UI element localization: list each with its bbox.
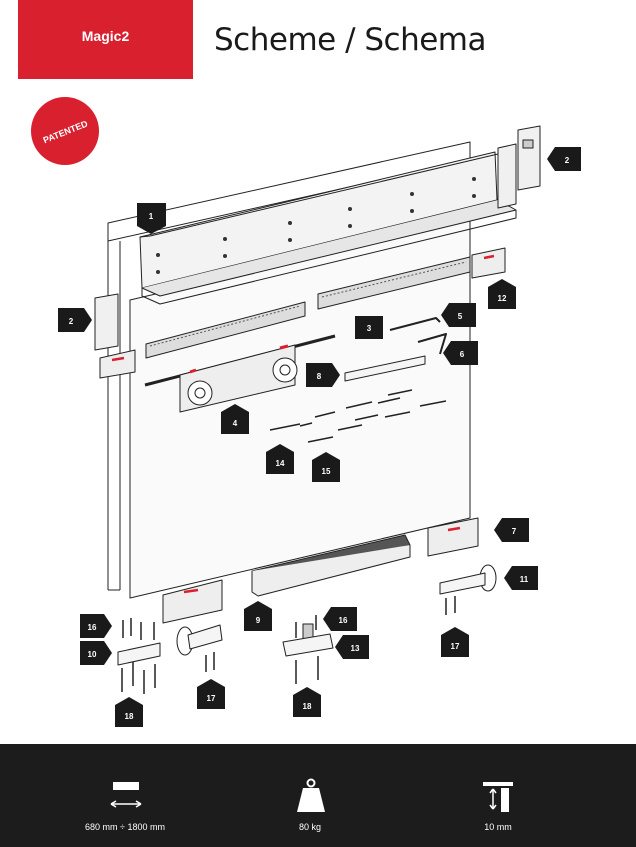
callout-15: 15 bbox=[312, 452, 340, 482]
carriage bbox=[179, 344, 298, 413]
callout-13: 13 bbox=[335, 635, 369, 659]
svg-text:1: 1 bbox=[149, 212, 154, 221]
stopper-right bbox=[471, 247, 506, 279]
svg-text:18: 18 bbox=[303, 702, 312, 711]
floor-guide-plate bbox=[282, 623, 334, 657]
patented-badge: PATENTED bbox=[31, 97, 99, 165]
svg-text:14: 14 bbox=[276, 459, 285, 468]
svg-text:2: 2 bbox=[565, 156, 570, 165]
callout-1: 1 bbox=[137, 203, 166, 234]
spec-weight: 80 kg bbox=[270, 744, 350, 847]
callout-5: 5 bbox=[441, 303, 476, 327]
hex-key-small bbox=[417, 333, 447, 355]
callout-18-right: 18 bbox=[293, 687, 321, 717]
svg-text:17: 17 bbox=[207, 694, 216, 703]
end-bracket-right bbox=[497, 125, 541, 209]
callout-tags: 1 2 2 3 4 5 6 7 8 9 10 11 12 13 14 15 16… bbox=[58, 147, 581, 727]
brand-block: Magic2 bbox=[18, 0, 193, 79]
svg-text:18: 18 bbox=[125, 712, 134, 721]
svg-text:5: 5 bbox=[458, 312, 463, 321]
callout-2-left: 2 bbox=[58, 308, 92, 332]
svg-text:2: 2 bbox=[69, 317, 74, 326]
callout-17-left: 17 bbox=[197, 679, 225, 709]
svg-text:16: 16 bbox=[88, 623, 97, 632]
spacer-plate bbox=[344, 355, 426, 382]
svg-text:17: 17 bbox=[451, 642, 460, 651]
svg-text:11: 11 bbox=[520, 575, 529, 584]
callout-7: 7 bbox=[494, 518, 529, 542]
callout-10: 10 bbox=[80, 641, 112, 665]
callout-18-left: 18 bbox=[115, 697, 143, 727]
svg-text:9: 9 bbox=[256, 616, 261, 625]
svg-text:12: 12 bbox=[498, 294, 507, 303]
callout-8: 8 bbox=[306, 363, 340, 387]
svg-text:6: 6 bbox=[460, 350, 465, 359]
screws bbox=[269, 389, 447, 443]
callout-16-left: 16 bbox=[80, 614, 112, 638]
floor-screws bbox=[121, 596, 456, 694]
thickness-icon bbox=[483, 782, 513, 812]
svg-text:10: 10 bbox=[88, 650, 97, 659]
callout-14: 14 bbox=[266, 444, 294, 474]
spec-thickness-label: 10 mm bbox=[484, 822, 512, 832]
svg-text:15: 15 bbox=[322, 467, 331, 476]
spec-thickness: 10 mm bbox=[458, 744, 538, 847]
wall-guide-stop bbox=[427, 517, 479, 557]
stopper-left bbox=[99, 349, 136, 379]
svg-text:7: 7 bbox=[512, 527, 517, 536]
spec-door-width-label: 680 mm ÷ 1800 mm bbox=[85, 822, 165, 832]
callout-9: 9 bbox=[244, 601, 272, 631]
end-bracket-left bbox=[94, 293, 119, 351]
callout-11: 11 bbox=[504, 566, 538, 590]
floor-guide-wheel bbox=[117, 624, 223, 666]
svg-text:3: 3 bbox=[367, 324, 372, 333]
svg-text:16: 16 bbox=[339, 616, 348, 625]
callout-17-right: 17 bbox=[441, 627, 469, 657]
spec-door-width: 680 mm ÷ 1800 mm bbox=[70, 744, 180, 847]
svg-text:8: 8 bbox=[317, 372, 322, 381]
callout-16-right: 16 bbox=[323, 607, 357, 631]
callout-4: 4 bbox=[221, 404, 249, 434]
weight-icon bbox=[297, 778, 325, 812]
door-width-icon bbox=[110, 782, 142, 808]
rail-profile bbox=[139, 151, 517, 305]
callout-12: 12 bbox=[488, 279, 516, 309]
page-title: Scheme / Schema bbox=[214, 22, 487, 58]
damper-left bbox=[145, 301, 306, 359]
exploded-diagram: 1 2 2 3 4 5 6 7 8 9 10 11 12 13 14 15 16… bbox=[58, 125, 581, 727]
damper-right bbox=[317, 256, 471, 310]
brush-seal bbox=[251, 534, 411, 597]
svg-text:13: 13 bbox=[351, 644, 360, 653]
callout-6: 6 bbox=[443, 341, 478, 365]
floor-guide-left bbox=[162, 579, 223, 624]
specs-footer: 680 mm ÷ 1800 mm 80 kg 10 mm bbox=[0, 744, 636, 847]
svg-text:4: 4 bbox=[233, 419, 238, 428]
callout-2-right: 2 bbox=[547, 147, 581, 171]
callout-3: 3 bbox=[355, 316, 383, 339]
hex-key-large bbox=[389, 317, 441, 331]
spec-weight-label: 80 kg bbox=[298, 822, 322, 832]
floor-guide-wheel-right bbox=[439, 564, 497, 595]
brand-name: Magic2 bbox=[81, 28, 130, 44]
